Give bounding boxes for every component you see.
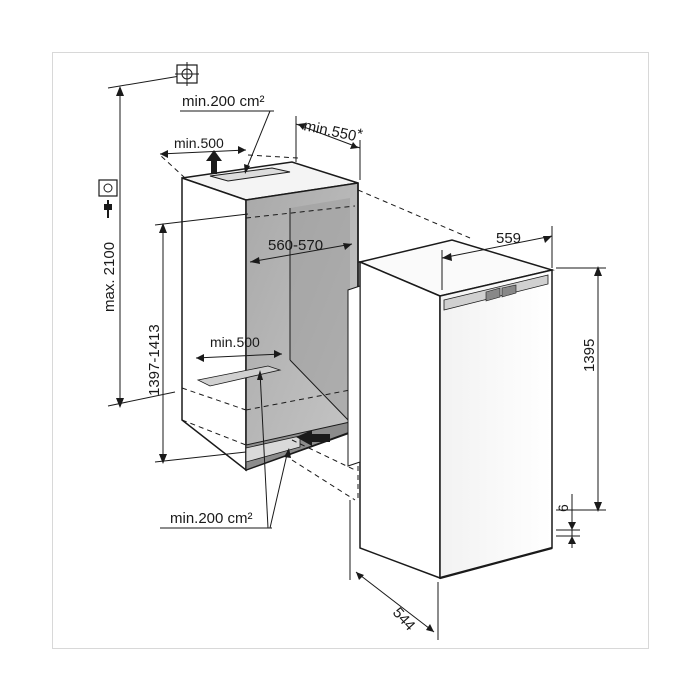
niche-width-label: 560-570 bbox=[268, 237, 323, 254]
airflow-arrows bbox=[206, 150, 330, 446]
top-vent-depth-label: min.500 bbox=[174, 135, 224, 151]
diagram-frame bbox=[52, 52, 649, 649]
callout-top-vent-area: min.200 cm² bbox=[180, 93, 274, 174]
appliance-height-label: 1395 bbox=[581, 339, 598, 372]
power-socket-icon bbox=[98, 179, 118, 197]
dimension-bottom-vent-depth: min.500 bbox=[195, 334, 283, 362]
svg-text:min.550*: min.550* bbox=[302, 114, 364, 146]
dimension-gap: 6 bbox=[555, 494, 580, 548]
callout-bottom-vent-area: min.200 cm² bbox=[160, 370, 291, 529]
dimension-niche-height: 1397-1413 bbox=[146, 213, 249, 464]
dimension-appliance-width: 559 bbox=[441, 226, 553, 290]
dimension-appliance-height: 1395 bbox=[556, 266, 606, 512]
appliance-depth-label: 544 bbox=[389, 604, 418, 634]
top-vent-area-label: min.200 cm² bbox=[182, 93, 265, 110]
bottom-vent-area-label: min.200 cm² bbox=[170, 510, 253, 527]
cabinet-niche bbox=[181, 161, 359, 472]
min-depth-label: min.550 bbox=[302, 117, 358, 145]
crosshair-outlet-icon bbox=[175, 62, 199, 86]
min-depth-star: * bbox=[355, 125, 364, 143]
plug-icon bbox=[104, 200, 112, 218]
appliance-width-label: 559 bbox=[496, 230, 521, 247]
dimension-niche-width: 560-570 bbox=[249, 237, 353, 264]
gap-label: 6 bbox=[555, 504, 571, 512]
dimension-max-height: max. 2100 bbox=[101, 75, 181, 408]
niche-height-label: 1397-1413 bbox=[146, 324, 163, 396]
dimension-top-vent-depth: min.500 bbox=[159, 135, 247, 158]
appliance bbox=[347, 239, 555, 580]
bottom-vent-depth-label: min.500 bbox=[210, 334, 260, 350]
max-height-label: max. 2100 bbox=[101, 242, 118, 312]
